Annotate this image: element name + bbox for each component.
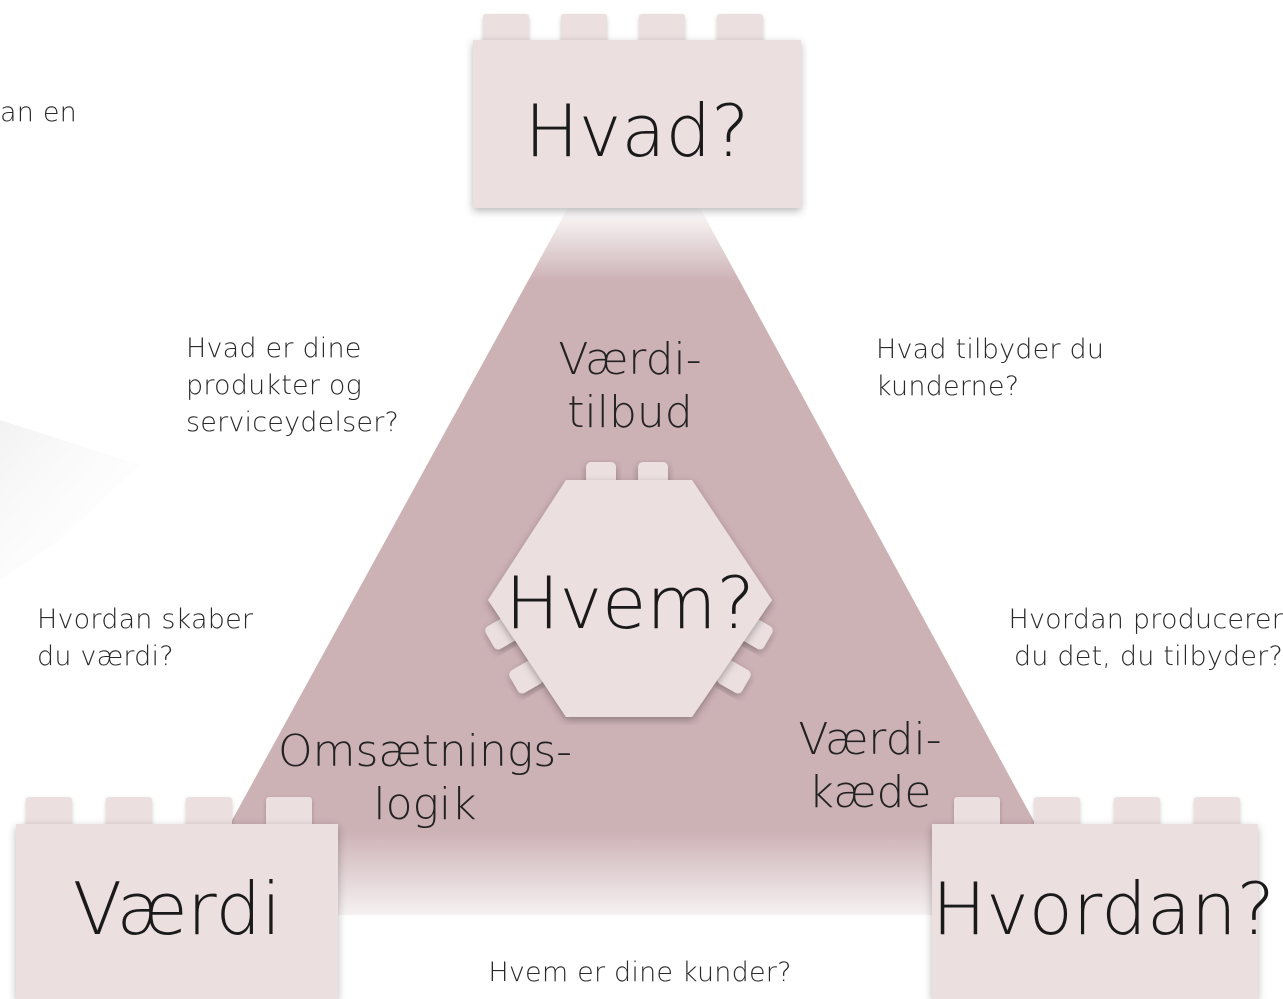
brick-stud [561, 14, 607, 44]
left-corner-label: Værdi [72, 867, 282, 951]
brick-stud [1034, 797, 1080, 827]
brick-body [932, 824, 1258, 999]
question-line: Hvordan skaber [37, 604, 254, 635]
top-brick: Hvad? [473, 14, 801, 210]
hex-stud [717, 660, 751, 694]
question-line: kunderne? [876, 371, 1020, 402]
left-brick: Værdi [16, 797, 338, 999]
triangle-top-fade [150, 205, 1150, 345]
right-side-line-2: kæde [808, 767, 932, 818]
hex-body [488, 480, 772, 717]
question-mid-left: Hvordan skaber du værdi? [37, 601, 253, 675]
brick-stud [186, 797, 232, 827]
brick-body [16, 824, 338, 999]
right-side-line-1: Værdi- [798, 714, 942, 765]
question-line: Hvad tilbyder du [876, 334, 1105, 365]
brick-stud [266, 797, 312, 827]
question-top-left: Hvad er dine produkter og serviceydelser… [186, 330, 399, 441]
question-mid-right: Hvordan producerer du det, du tilbyder? [995, 601, 1283, 675]
brick-stud [717, 14, 763, 44]
brick-stud [1114, 797, 1160, 827]
top-side-line-1: Værdi- [558, 334, 702, 385]
left-side-line-2: logik [373, 779, 477, 830]
cropped-text-fragment: an en [0, 97, 77, 128]
question-line: Hvordan producerer [1008, 604, 1283, 635]
center-label: Hvem? [505, 561, 755, 645]
top-corner-label: Hvad? [524, 89, 750, 173]
question-bottom: Hvem er dine kunder? [488, 957, 792, 988]
brick-stud [954, 797, 1000, 827]
ghost-shape [0, 420, 140, 580]
top-side-line-2: tilbud [567, 387, 693, 438]
brick-stud [106, 797, 152, 827]
left-side-label: Omsætnings- logik [270, 725, 580, 831]
question-line: Hvad er dine [186, 333, 362, 364]
left-side-line-1: Omsætnings- [277, 726, 573, 777]
question-line: serviceydelser? [186, 407, 400, 438]
brick-stud [1194, 797, 1240, 827]
question-line: du værdi? [37, 641, 174, 672]
question-line: du det, du tilbyder? [1013, 641, 1283, 672]
right-corner-label: Hvordan? [932, 867, 1275, 951]
question-line: produkter og [186, 370, 363, 401]
brick-stud [26, 797, 72, 827]
top-side-label: Værdi- tilbud [530, 333, 730, 439]
right-brick: Hvordan? [932, 797, 1275, 999]
brick-stud [639, 14, 685, 44]
brick-body [473, 40, 801, 208]
question-top-right: Hvad tilbyder du kunderne? [876, 331, 1104, 405]
right-side-label: Værdi- kæde [775, 713, 965, 819]
brick-stud [483, 14, 529, 44]
center-hexagon-brick [485, 462, 773, 717]
